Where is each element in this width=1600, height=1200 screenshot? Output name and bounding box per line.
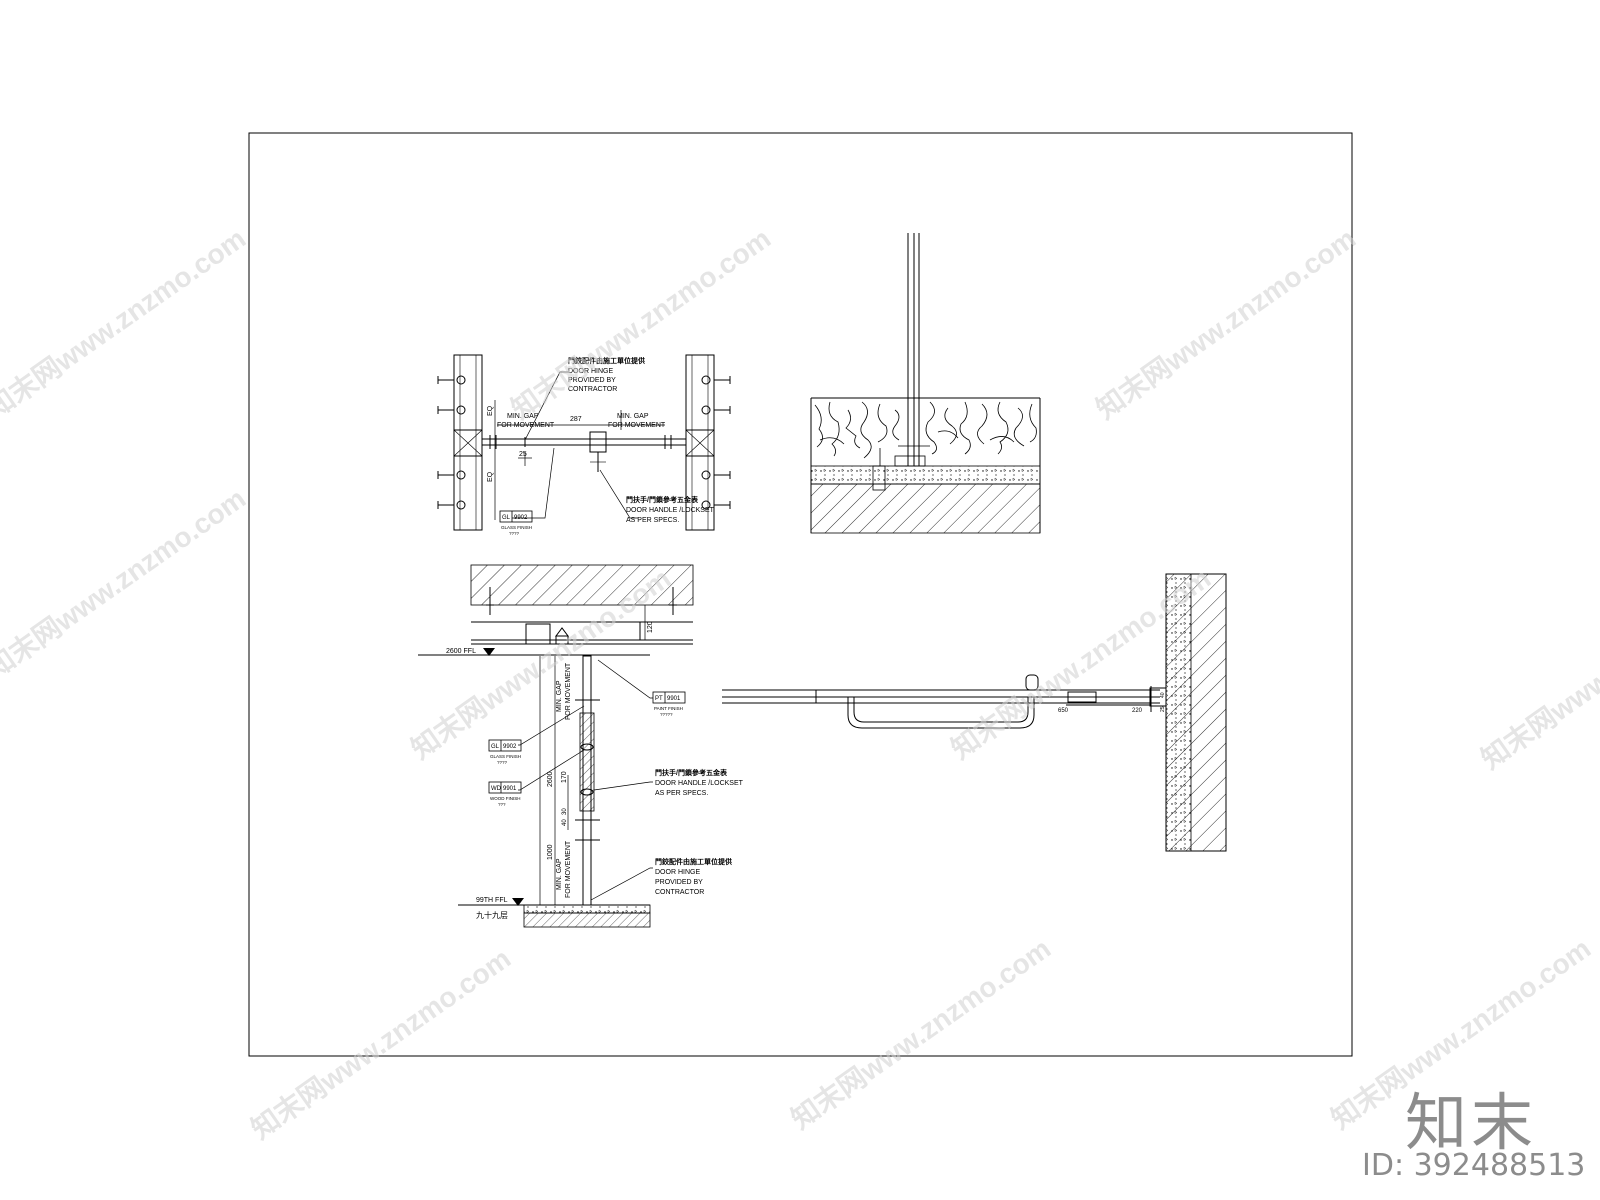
plan-dim-25: 25: [519, 451, 527, 458]
floor-section-detail: [810, 233, 1041, 534]
gl-material-tag: [488, 739, 522, 752]
plan-eq-top: EQ: [487, 405, 494, 416]
plan-dim-287: 287: [570, 416, 582, 423]
section-hinge-note-1: 門鉸配件由施工單位提供: [655, 857, 732, 866]
wd-tag-num: 9901: [503, 786, 517, 792]
brand-id: ID: 392488513: [1362, 1148, 1586, 1183]
watermark-text: 知末网www.znzmo.com: [1475, 572, 1600, 775]
wd-tag-label: WOOD FINISH: [490, 796, 521, 801]
sheet-frame: [248, 132, 1353, 1057]
handle-dim-40: 40: [1160, 692, 1166, 698]
watermark-text: 知末网www.znzmo.com: [0, 222, 251, 425]
plan-hinge-note-1: 門鉸配件由施工單位提供: [568, 356, 645, 365]
door-section-detail: 2600 FFL 99TH FFL 九十九层 2600 1000 170 120…: [418, 564, 744, 928]
watermark-text: 知末网www.znzmo.com: [785, 932, 1056, 1135]
section-handle-note-2: DOOR HANDLE /LOCKSET: [655, 780, 744, 787]
gl-tag-label: GLASS FINISH: [490, 754, 521, 759]
section-handle-note-3: AS PER SPECS.: [655, 790, 708, 797]
plan-eq-bottom: EQ: [487, 471, 494, 482]
watermark-layer: 知末网www.znzmo.com 知末网www.znzmo.com 知末网www…: [0, 222, 1600, 1145]
handle-dim-650: 650: [1058, 708, 1069, 714]
plan-tag-num: 9902: [514, 515, 528, 521]
watermark-text: 知末网www.znzmo.com: [505, 222, 776, 425]
plan-hinge-note-2: DOOR HINGE: [568, 368, 613, 375]
plan-min-gap-left-2: FOR MOVEMENT: [497, 422, 555, 429]
plan-handle-note-2: DOOR HANDLE /LOCKSET: [626, 507, 715, 514]
wd-tag-sub: ???: [498, 802, 506, 807]
plan-tag-code: GL: [502, 515, 511, 521]
section-min-gap-lower-2: FOR MOVEMENT: [565, 840, 572, 898]
watermark-text: 知末网www.znzmo.com: [1090, 222, 1361, 425]
dim-40: 40: [562, 819, 568, 826]
handle-detail: 650 220 25 40: [722, 573, 1227, 852]
door-leaf-plan: [481, 438, 687, 446]
wd-material-tag: [488, 781, 522, 794]
pull-handle: [847, 697, 1035, 729]
plan-hinge-note-4: CONTRACTOR: [568, 386, 617, 393]
plan-hinge-note-3: PROVIDED BY: [568, 377, 616, 384]
section-hinge-note-2: DOOR HINGE: [655, 869, 700, 876]
handle-dim-25: 25: [1160, 706, 1166, 712]
section-hinge-note-3: PROVIDED BY: [655, 879, 703, 886]
plan-tag-label: GLASS FINISH: [501, 525, 532, 530]
dim-30: 30: [562, 808, 568, 815]
level-marker-bottom: [512, 898, 524, 906]
plan-detail: 門鉸配件由施工單位提供 DOOR HINGE PROVIDED BY CONTR…: [437, 354, 731, 536]
section-handle-note-1: 門扶手/門鎖參考五金表: [655, 768, 728, 777]
gl-tag-code: GL: [491, 744, 500, 750]
gl-tag-num: 9902: [503, 744, 517, 750]
level-marker-top: [483, 648, 495, 656]
gl-tag-sub: ????: [497, 760, 508, 765]
dim-120: 120: [647, 621, 654, 633]
dim-1000: 1000: [547, 844, 554, 860]
dim-2600: 2600: [547, 771, 554, 787]
floor-name-label: 九十九层: [476, 910, 508, 920]
pt-tag-sub: ?????: [660, 712, 673, 717]
section-min-gap-upper-1: MIN. GAP: [556, 680, 563, 712]
plan-min-gap-left-1: MIN. GAP: [507, 413, 539, 420]
pt-tag-code: PT: [655, 696, 663, 702]
watermark-text: 知末网www.znzmo.com: [0, 482, 251, 685]
plan-min-gap-right-2: FOR MOVEMENT: [608, 422, 666, 429]
left-jamb: [453, 354, 483, 531]
plan-handle-note-3: AS PER SPECS.: [626, 517, 679, 524]
plan-handle-note-1: 門扶手/門鎖參考五金表: [626, 495, 699, 504]
section-hinge-note-4: CONTRACTOR: [655, 889, 704, 896]
section-min-gap-lower-1: MIN. GAP: [556, 858, 563, 890]
level-bottom-label: 99TH FFL: [476, 897, 508, 904]
section-min-gap-upper-2: FOR MOVEMENT: [565, 662, 572, 720]
dim-170: 170: [561, 771, 568, 783]
pt-material-tag: [652, 691, 686, 704]
plan-tag-sub: ????: [509, 531, 520, 536]
wd-tag-code: WD: [491, 786, 502, 792]
plan-material-tag: [499, 510, 533, 523]
plan-min-gap-right-1: MIN. GAP: [617, 413, 649, 420]
watermark-text: 知末网www.znzmo.com: [245, 942, 516, 1145]
pt-tag-num: 9901: [667, 696, 681, 702]
brand-logo: 知末: [1405, 1086, 1538, 1159]
handle-dim-220: 220: [1132, 708, 1143, 714]
level-top-label: 2600 FFL: [446, 648, 476, 655]
pt-tag-label: PAINT FINISH: [654, 706, 683, 711]
